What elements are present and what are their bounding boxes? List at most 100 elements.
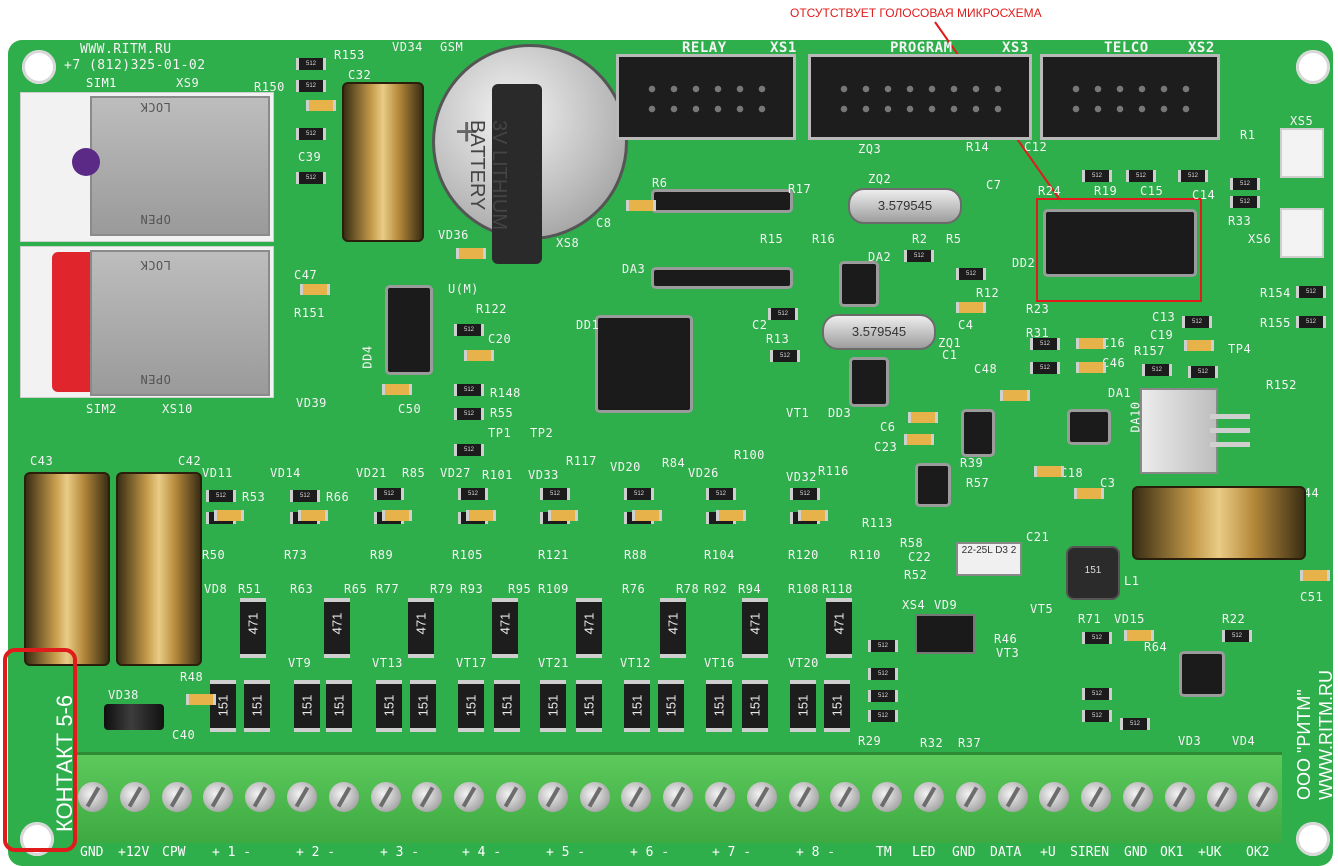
terminal-screw[interactable]	[245, 782, 276, 812]
label-vd14: VD14	[270, 466, 301, 480]
label-dd2: DD2	[1012, 256, 1036, 270]
terminal-screw[interactable]	[788, 782, 819, 812]
terminal-label: LED	[912, 845, 936, 860]
label-r55: R55	[490, 406, 514, 420]
terminal-screw[interactable]	[955, 782, 986, 812]
resistor-471: 471	[742, 598, 768, 658]
label-vd39: VD39	[296, 396, 327, 410]
label-r33: R33	[1228, 214, 1252, 228]
xs6-connector[interactable]	[1280, 208, 1324, 258]
terminal-screw[interactable]	[872, 782, 903, 812]
label-c13: C13	[1152, 310, 1176, 324]
smd-resistor-512: 512	[1082, 632, 1112, 644]
terminal-screw[interactable]	[1039, 782, 1070, 812]
resistor-471: 471	[826, 598, 852, 658]
label-tp4: TP4	[1228, 342, 1252, 356]
terminal-screw[interactable]	[1123, 782, 1153, 812]
terminal-screw[interactable]	[997, 782, 1028, 812]
terminal-screw[interactable]	[1081, 782, 1112, 812]
label-r151: R151	[294, 306, 325, 320]
smd-capacitor	[1076, 362, 1106, 373]
sim-holder-1	[90, 96, 270, 236]
terminal-label: CPW	[162, 845, 186, 860]
label-r104: R104	[704, 548, 735, 562]
label-vd15: VD15	[1114, 612, 1145, 626]
terminal-screw[interactable]	[705, 782, 735, 812]
telco-connector[interactable]	[1040, 54, 1220, 140]
smd-capacitor	[632, 510, 662, 521]
label-c19: C19	[1150, 328, 1174, 342]
program-connector[interactable]	[808, 54, 1032, 140]
label-r116: R116	[818, 464, 849, 478]
terminal-screw[interactable]	[161, 782, 192, 812]
terminal-screw[interactable]	[496, 782, 526, 812]
regulator-legs	[1210, 410, 1250, 450]
smd-capacitor	[908, 412, 938, 423]
terminal-screw[interactable]	[914, 782, 944, 812]
capacitor-c32	[342, 82, 424, 242]
label-c12: C12	[1024, 140, 1048, 154]
terminal-label: TM	[876, 845, 892, 860]
label-c3: C3	[1100, 476, 1116, 490]
smd-resistor-512: 512	[768, 308, 798, 320]
program-label: PROGRAM	[890, 40, 953, 56]
terminal-screw[interactable]	[454, 782, 485, 812]
capacitor-c42	[116, 472, 202, 666]
terminal-label: OK2	[1246, 845, 1270, 860]
resistor-471: 471	[576, 598, 602, 658]
terminal-screw[interactable]	[370, 782, 401, 812]
label-c16: C16	[1102, 336, 1126, 350]
terminal-screw[interactable]	[119, 782, 150, 812]
resistor-151: 151	[376, 680, 402, 732]
terminal-screw[interactable]	[621, 782, 652, 812]
terminal-screw[interactable]	[203, 782, 234, 812]
terminal-screw[interactable]	[830, 782, 861, 812]
smd-resistor-512: 512	[454, 408, 484, 420]
terminal-screw[interactable]	[1248, 782, 1279, 812]
jumper-xs4[interactable]	[915, 614, 975, 654]
smd-capacitor	[1034, 466, 1064, 477]
terminal-screw[interactable]	[412, 782, 443, 812]
terminal-screw[interactable]	[1164, 782, 1195, 812]
label-c39: C39	[298, 150, 322, 164]
terminal-screw[interactable]	[1206, 782, 1237, 812]
smd-resistor-512: 512	[540, 488, 570, 500]
label-xs4: XS4	[902, 598, 926, 612]
label-vd20: VD20	[610, 460, 641, 474]
label-r48: R48	[180, 670, 204, 684]
terminal-screw[interactable]	[537, 782, 568, 812]
xs5-connector[interactable]	[1280, 128, 1324, 178]
terminal-screw[interactable]	[78, 782, 108, 812]
smd-resistor-512: 512	[1230, 196, 1260, 208]
terminal-screw[interactable]	[579, 782, 610, 812]
smd-capacitor	[716, 510, 746, 521]
relay-connector[interactable]	[616, 54, 796, 140]
terminal-screw[interactable]	[287, 782, 317, 812]
terminal-screw[interactable]	[663, 782, 694, 812]
label-r32: R32	[920, 736, 944, 750]
terminal-screw[interactable]	[746, 782, 777, 812]
xs1-label: XS1	[770, 40, 797, 56]
smd-resistor-512: 512	[770, 350, 800, 362]
label-r94: R94	[738, 582, 762, 596]
mount-hole-top-right	[1296, 50, 1330, 84]
label-vd9: VD9	[934, 598, 958, 612]
company-name-vertical: ООО "РИТМ"	[1294, 689, 1314, 800]
label-r63: R63	[290, 582, 314, 596]
label-r52: R52	[904, 568, 928, 582]
label-zq2: ZQ2	[868, 172, 892, 186]
resistor-151: 151	[742, 680, 768, 732]
label-r154: R154	[1260, 286, 1291, 300]
terminal-screw[interactable]	[328, 782, 359, 812]
label-gsm: GSM	[440, 40, 464, 54]
sim1-lock-text: LOCK	[140, 100, 171, 114]
label-vt1: VT1	[786, 406, 810, 420]
smd-capacitor	[548, 510, 578, 521]
label-r89: R89	[370, 548, 394, 562]
resistor-151: 151	[210, 680, 236, 732]
xs2-label: XS2	[1188, 40, 1215, 56]
smd-resistor-512: 512	[458, 488, 488, 500]
label-vt13: VT13	[372, 656, 403, 670]
smd-capacitor	[626, 200, 656, 211]
label-c7: C7	[986, 178, 1002, 192]
